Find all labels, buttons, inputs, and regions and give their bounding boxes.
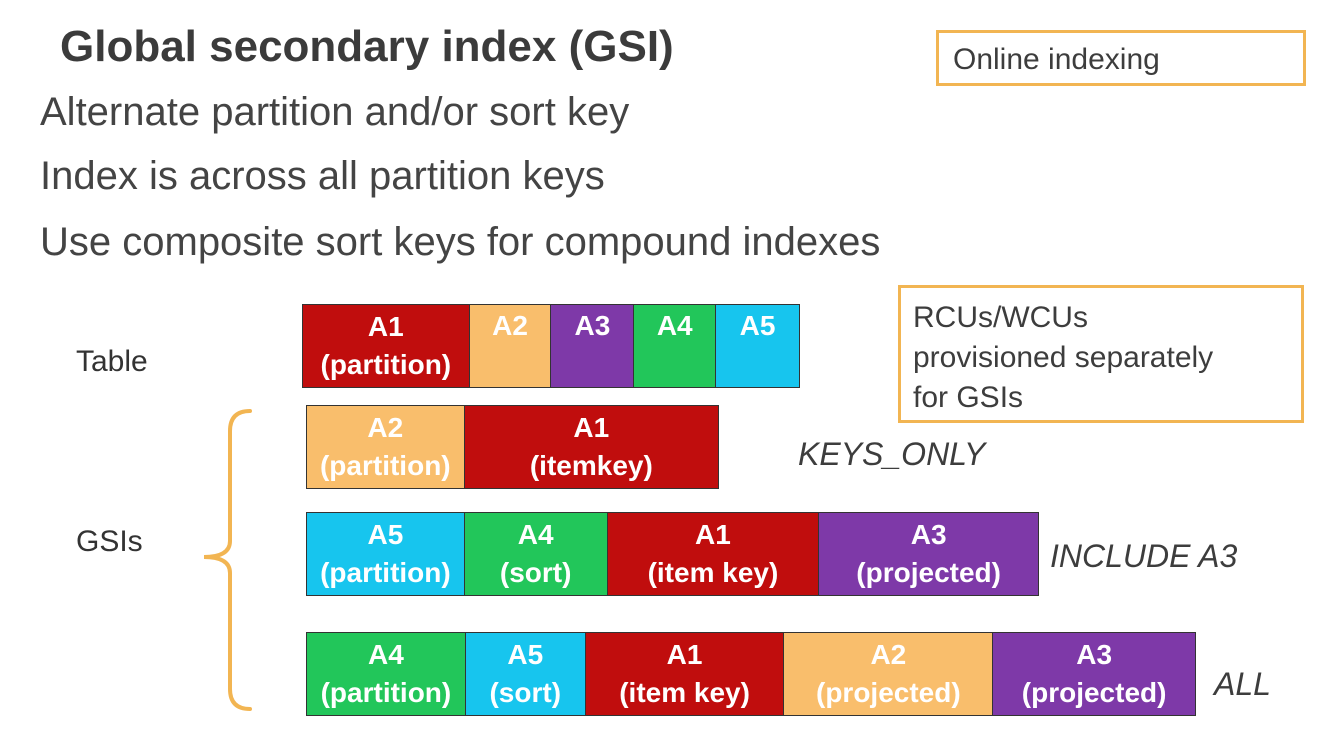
projection-include: INCLUDE A3 (1050, 538, 1238, 574)
page-title: Global secondary index (GSI) (60, 22, 674, 71)
gsi-bracket (203, 409, 252, 711)
cell-attr-role: (item key) (619, 677, 750, 708)
cell-attr-name: A4 (517, 519, 554, 550)
bullet-across-partitions: Index is across all partition keys (40, 154, 605, 198)
cell-attr-name: A2 (492, 310, 528, 341)
cell-attr-name: A5 (739, 310, 776, 341)
cell-attr-name: A4 (368, 639, 404, 670)
cell-a2: A2 (partition) (307, 406, 465, 488)
online-indexing-callout: Online indexing (936, 30, 1306, 86)
cell-attr-name: A3 (910, 519, 947, 550)
cell-a1: A1 (item key) (585, 633, 785, 715)
cell-attr-role: (itemkey) (529, 450, 653, 481)
cell-attr-name: A1 (573, 412, 610, 443)
cell-a3: A3 (projected) (993, 633, 1195, 715)
cell-attr-role: (projected) (856, 557, 1001, 588)
cell-a3: A3 (projected) (819, 513, 1038, 595)
cell-attr-name: A5 (507, 639, 544, 670)
cell-attr-name: A2 (367, 412, 404, 443)
cell-a3: A3 (551, 305, 635, 387)
bullet-composite-keys: Use composite sort keys for compound ind… (40, 220, 881, 264)
rcu-callout-line: RCUs/WCUs (913, 301, 1088, 334)
projection-keys-only: KEYS_ONLY (798, 436, 986, 472)
gsis-label: GSIs (76, 525, 143, 558)
table-label: Table (76, 345, 148, 378)
cell-attr-role: (partition) (320, 557, 451, 588)
rcu-callout-line: for GSIs (913, 381, 1024, 414)
cell-a1: A1 (partition) (303, 305, 470, 387)
cell-a5: A5 (sort) (465, 633, 586, 715)
cell-attr-role: (sort) (489, 677, 562, 708)
cell-attr-name: A3 (574, 310, 611, 341)
cell-attr-role: (item key) (647, 557, 779, 588)
rcu-callout-line: provisioned separately (913, 341, 1214, 374)
table-bar: A1 (partition) A2 A3 A4 A5 (302, 304, 800, 388)
projection-all: ALL (1214, 666, 1271, 702)
cell-attr-name: A4 (656, 310, 693, 341)
gsi-all-bar: A4 (partition) A5 (sort) A1 (item key) A2 (proj… (306, 632, 1196, 716)
bullet-alternate-key: Alternate partition and/or sort key (40, 90, 630, 134)
cell-a4: A4 (sort) (464, 513, 608, 595)
cell-a1: A1 (itemkey) (464, 406, 718, 488)
cell-attr-role: (partition) (320, 349, 452, 380)
cell-attr-name: A1 (367, 311, 404, 342)
rcu-wcu-callout: RCUs/WCUs provisioned separately for GSI… (898, 285, 1304, 423)
cell-attr-name: A1 (666, 639, 703, 670)
cell-a2: A2 (projected) (784, 633, 994, 715)
cell-attr-role: (partition) (319, 450, 451, 481)
cell-attr-role: (partition) (320, 677, 452, 708)
gsi-include-bar: A5 (partition) A4 (sort) A1 (item key) A3 (proj… (306, 512, 1039, 596)
cell-a5: A5 (716, 305, 799, 387)
cell-attr-name: A3 (1076, 639, 1113, 670)
cell-a2: A2 (469, 305, 552, 387)
cell-a4: A4 (634, 305, 717, 387)
cell-a4: A4 (partition) (307, 633, 466, 715)
cell-a5: A5 (partition) (307, 513, 465, 595)
cell-attr-name: A5 (367, 519, 404, 550)
cell-attr-role: (projected) (1021, 677, 1167, 708)
gsi-keys-only-bar: A2 (partition) A1 (itemkey) (306, 405, 719, 489)
cell-a1: A1 (item key) (607, 513, 820, 595)
cell-attr-name: A1 (695, 519, 731, 550)
cell-attr-role: (sort) (499, 557, 572, 588)
cell-attr-role: (projected) (816, 677, 961, 708)
cell-attr-name: A2 (870, 639, 907, 670)
